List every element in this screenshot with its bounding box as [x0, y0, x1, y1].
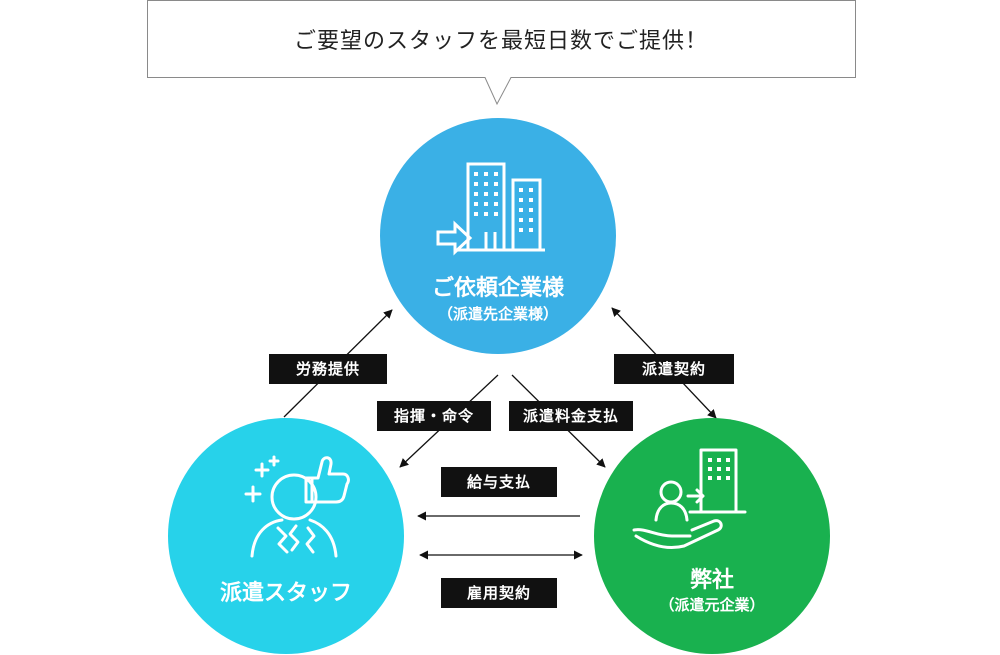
person-thumbs-up-icon [244, 455, 350, 558]
company-subname: （派遣元企業） [659, 596, 765, 614]
person-building-icon [632, 448, 747, 550]
label-salary: 給与支払 [441, 467, 557, 497]
speech-text: ご要望のスタッフを最短日数でご提供！ [293, 29, 708, 54]
label-fee: 派遣料金支払 [509, 401, 633, 431]
company-name: 弊社 [689, 568, 734, 593]
label-contract: 派遣契約 [614, 354, 734, 384]
label-command: 指揮・命令 [377, 401, 491, 431]
client-subname: （派遣先企業様） [437, 305, 558, 323]
company-circle [594, 418, 830, 654]
speech-bubble [147, 0, 856, 106]
client-circle [380, 118, 616, 354]
label-labor: 労務提供 [269, 354, 387, 384]
label-employment: 雇用契約 [441, 578, 557, 608]
building-arrow-icon [436, 162, 545, 256]
staff-name: 派遣スタッフ [219, 581, 352, 606]
client-name: ご依頼企業様 [431, 276, 564, 301]
